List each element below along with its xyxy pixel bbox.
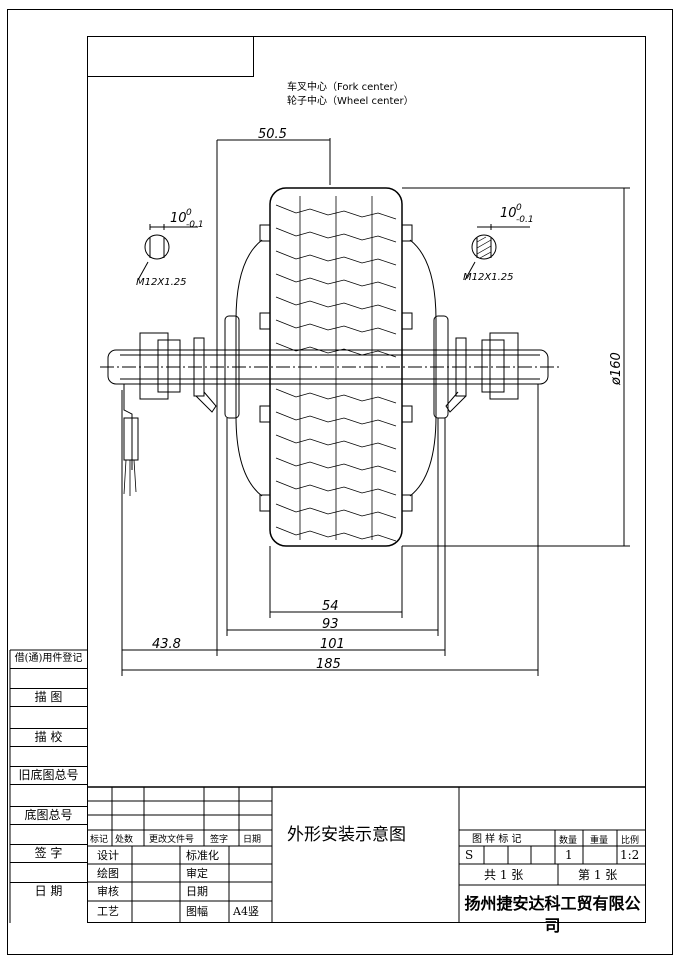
quantity-value: 1 [565,848,573,862]
company-name: 扬州捷安达科工贸有限公司 [464,894,641,935]
tab-washer-left [195,391,217,413]
dim-axle-total: 185 [316,657,341,672]
drawing-frame [87,36,646,923]
dim-rim-width: 93 [322,617,339,632]
sheet-number: 第 1 张 [578,868,618,882]
review-label: 审核 [97,885,119,898]
quantity-label: 数量 [559,836,578,846]
nut-left-outer [139,332,169,400]
left-table-spacer-4 [10,784,87,807]
process-label: 工艺 [97,905,119,918]
tol-lower-right: -0.1 [516,215,534,225]
left-table-spacer-1 [10,668,87,689]
rev-header-date: 日期 [243,835,262,845]
hub-left [235,239,263,497]
rev-header-count: 处数 [115,835,134,845]
approve-label: 审定 [186,867,208,880]
sheet-border [7,9,673,955]
cable [123,384,133,470]
left-table-spacer-6 [10,862,87,883]
hub-flange-right [433,315,449,419]
total-sheets: 共 1 张 [484,868,524,882]
section-right [471,234,497,260]
dim-flat-right: 10 [500,206,517,221]
signature-label: 签 字 [10,844,87,863]
tol-upper-left: 0 [186,208,192,218]
washer-left [193,337,205,397]
hub-right [409,239,437,497]
washer-right [455,337,467,397]
borrow-register-label: 借(通)用件登记 [10,650,87,669]
design-label: 设计 [97,849,119,862]
sample-mark-label: 图 样 标 记 [472,834,522,845]
stage-mark: S [465,848,474,862]
left-table-lines [9,649,87,923]
thread-right: M12X1.25 [463,272,513,283]
fork-center-note: 车叉中心（Fork center） [287,82,404,93]
cable-sleeve [123,417,139,461]
trace-label: 描 图 [10,688,87,707]
dim-top-offset: 50.5 [258,127,287,142]
left-table-spacer-5 [10,824,87,845]
section-left [144,234,170,260]
dim-diameter: ø160 [609,352,624,386]
old-drawing-no-label: 旧底图总号 [10,766,87,785]
tread-pattern [275,196,397,542]
sheet-size-value: A4竖 [233,905,259,918]
dim-tire-width: 54 [322,599,339,614]
rev-header-mark: 标记 [90,835,109,845]
thread-left: M12X1.25 [136,277,186,288]
draft-label: 绘图 [97,867,119,880]
drawing-title: 外形安装示意图 [287,825,406,845]
tol-lower-left: -0.1 [186,220,204,230]
wheel-center-note: 轮子中心（Wheel center） [287,96,414,107]
title-block-grid [87,786,646,923]
hub-flange-left [224,315,240,419]
date-cell-label: 日期 [186,885,208,898]
rev-header-sign: 签字 [210,835,229,845]
dim-flat-left: 10 [170,211,187,226]
left-table-spacer-3 [10,746,87,767]
axle [107,349,549,385]
scale-value: 1:2 [620,848,640,862]
nut-right-outer [489,332,519,400]
left-table-spacer-2 [10,706,87,729]
trace-check-label: 描 校 [10,728,87,747]
tol-upper-right: 0 [516,203,522,213]
nut-left-inner [157,339,181,393]
tab-washer-right [445,391,467,413]
rev-header-doc: 更改文件号 [149,835,195,845]
standardize-label: 标准化 [186,849,219,862]
tire-outline [269,187,403,547]
corner-box [87,36,254,77]
dim-hub-width: 101 [320,637,345,652]
nut-right-inner [481,339,505,393]
dim-axle-overhang: 43.8 [152,637,181,652]
scale-label: 比例 [621,836,640,846]
base-drawing-no-label: 底图总号 [10,806,87,825]
weight-label: 重量 [590,836,609,846]
rim-studs [259,224,413,512]
sheet-size-label: 图幅 [186,905,208,918]
date-label: 日 期 [34,884,63,898]
